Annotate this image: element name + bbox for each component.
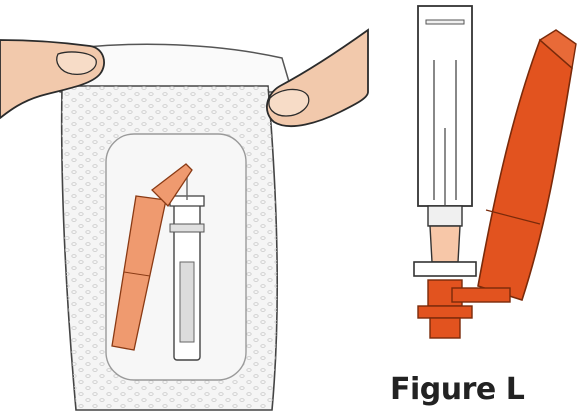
figure-caption: Figure L [390, 372, 530, 407]
syringe-icon [170, 170, 204, 360]
